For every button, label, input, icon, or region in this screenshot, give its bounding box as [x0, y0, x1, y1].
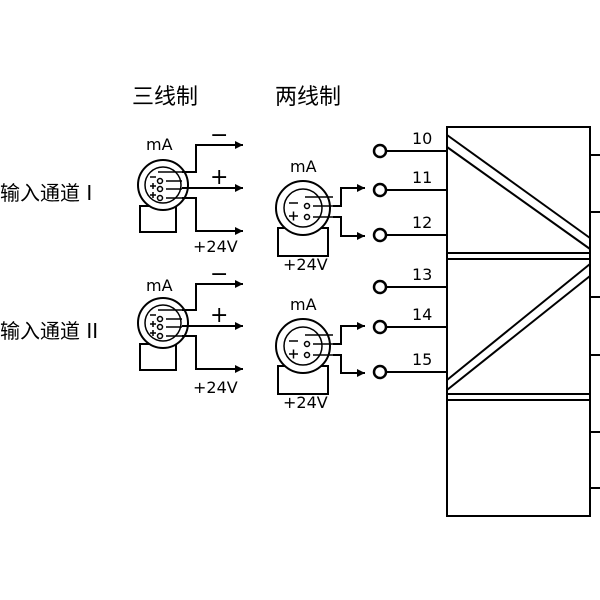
- terminal-11-label: 11: [412, 168, 432, 187]
- terminal-10-label: 10: [412, 129, 432, 148]
- supply-arrow-icon: [235, 365, 243, 373]
- terminal-13-screw-icon: [372, 279, 388, 295]
- terminal-block: 10 11 12 13 14 15: [372, 129, 447, 380]
- terminal-symbols-icon: [150, 309, 182, 340]
- wire-arrow-icon: [357, 369, 365, 377]
- terminal-12-screw-icon: [372, 227, 388, 243]
- terminal-symbols-icon: [289, 334, 333, 359]
- terminal-10-screw-icon: [372, 143, 388, 159]
- channel-2-three-wire-transmitter: mA − + +24V: [137, 262, 243, 397]
- signal-wire-a: [333, 325, 365, 345]
- header-three-wire: 三线制: [132, 85, 198, 110]
- isolator-module: [446, 126, 600, 517]
- plus-sign: +: [210, 303, 228, 328]
- plus-arrow-icon: [235, 322, 243, 330]
- terminal-symbols-icon: [150, 171, 182, 202]
- minus-wire: [182, 144, 243, 173]
- supply-label: +24V: [193, 237, 238, 256]
- channel-2-two-wire-transmitter: mA +24V: [275, 295, 365, 412]
- meter-label: mA: [290, 157, 317, 176]
- supply-label: +24V: [283, 393, 328, 412]
- terminal-13-label: 13: [412, 265, 432, 284]
- terminal-symbols-icon: [289, 196, 333, 221]
- wire-arrow-icon: [357, 184, 365, 192]
- wire-arrow-icon: [357, 232, 365, 240]
- plus-arrow-icon: [235, 184, 243, 192]
- isolation-diagonal-icon: [446, 263, 591, 381]
- signal-wire-b: [333, 216, 365, 237]
- transmitter-dial: [283, 188, 323, 228]
- terminal-15-screw-icon: [372, 364, 388, 380]
- supply-arrow-icon: [235, 227, 243, 235]
- terminal-14-label: 14: [412, 305, 432, 324]
- meter-label: mA: [290, 295, 317, 314]
- supply-label: +24V: [193, 378, 238, 397]
- terminal-14-screw-icon: [372, 319, 388, 335]
- channel-2-label: 输入通道 II: [0, 319, 98, 343]
- terminal-11-screw-icon: [372, 182, 388, 198]
- wire-arrow-icon: [357, 322, 365, 330]
- isolation-diagonal-icon: [446, 275, 591, 391]
- channel-1-three-wire-transmitter: mA − + +24V: [137, 123, 243, 256]
- terminal-15-label: 15: [412, 350, 432, 369]
- minus-sign: −: [210, 262, 228, 287]
- channel-1-label: 输入通道 I: [0, 181, 92, 205]
- signal-wire-a: [333, 187, 365, 207]
- module-outline: [446, 126, 591, 517]
- transmitter-dial: [144, 166, 182, 204]
- minus-sign: −: [210, 123, 228, 148]
- supply-wire: [182, 335, 243, 370]
- isolation-diagonal-icon: [446, 146, 591, 250]
- isolation-diagonal-icon: [446, 134, 591, 239]
- terminal-12-label: 12: [412, 213, 432, 232]
- signal-wire-b: [333, 354, 365, 374]
- plus-sign: +: [210, 165, 228, 190]
- supply-wire: [182, 197, 243, 232]
- channel-1-two-wire-transmitter: mA +24V: [275, 157, 365, 274]
- transmitter-dial: [144, 304, 182, 342]
- minus-arrow-icon: [235, 280, 243, 288]
- transmitter-dial: [283, 326, 323, 366]
- header-two-wire: 两线制: [275, 85, 341, 110]
- meter-label: mA: [146, 135, 173, 154]
- minus-arrow-icon: [235, 141, 243, 149]
- supply-label: +24V: [283, 255, 328, 274]
- meter-label: mA: [146, 276, 173, 295]
- minus-wire: [182, 283, 243, 311]
